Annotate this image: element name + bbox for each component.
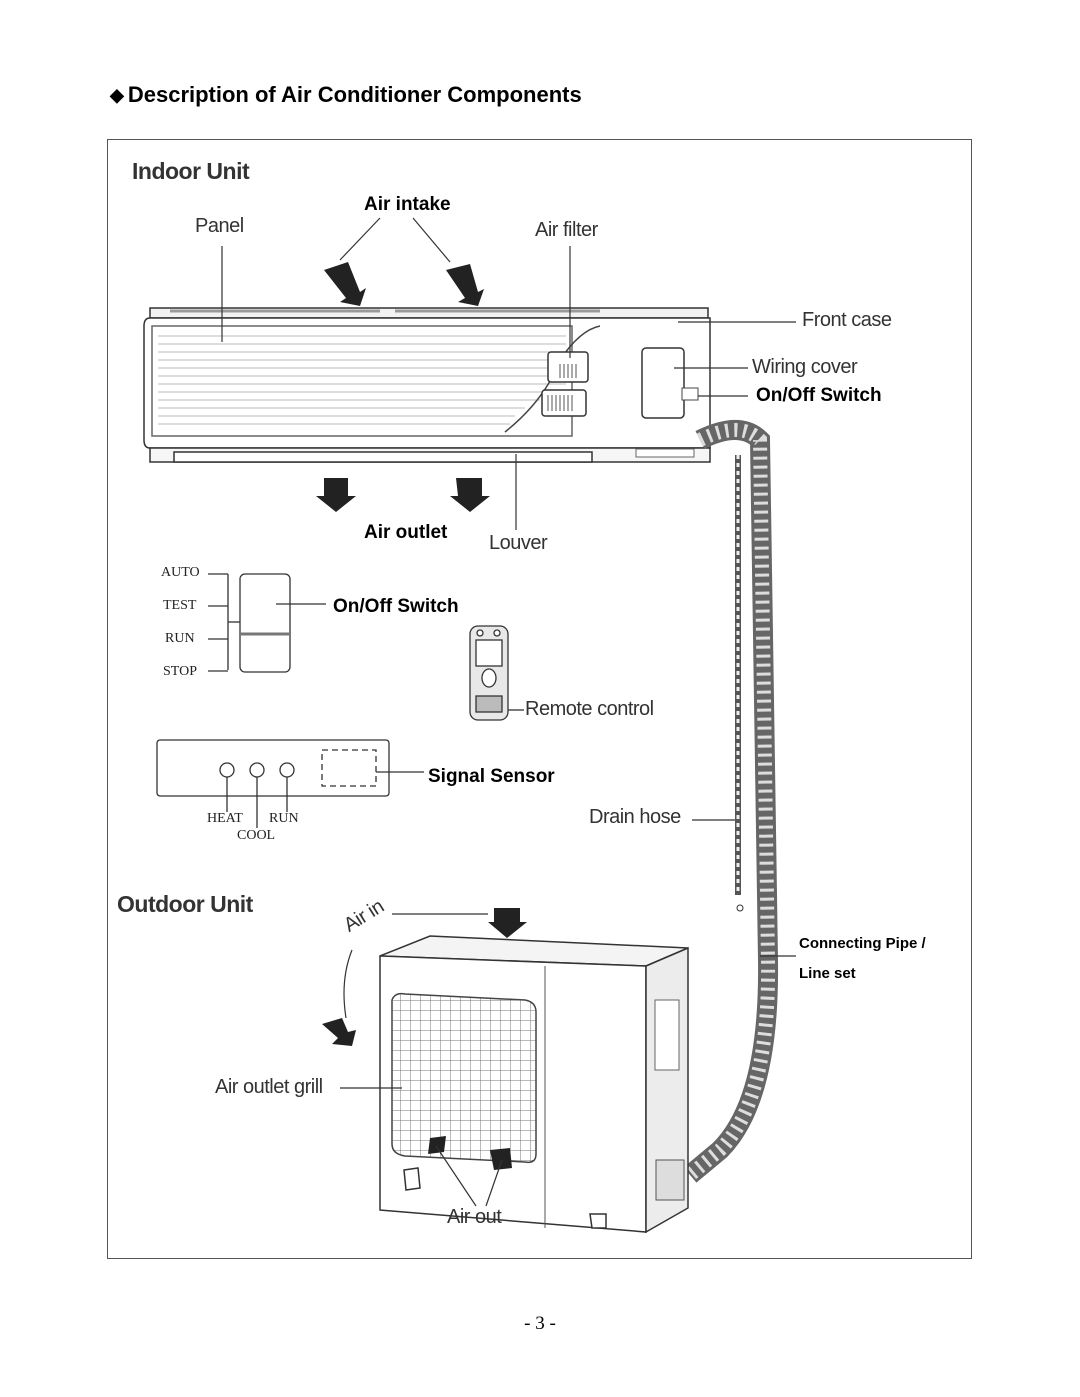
indoor-leader-lines <box>221 217 796 821</box>
page-heading-text: Description of Air Conditioner Component… <box>127 82 582 107</box>
on-off-switch-label-2: On/Off Switch <box>333 596 459 617</box>
diagram-frame <box>107 139 972 1259</box>
indicator-cool-label: COOL <box>237 828 276 843</box>
signal-sensor-panel <box>156 739 424 828</box>
air-filter-label: Air filter <box>535 219 598 241</box>
air-outlet-label: Air outlet <box>364 522 448 543</box>
indoor-unit-body <box>143 307 711 463</box>
page-heading: ◆Description of Air Conditioner Componen… <box>110 82 582 108</box>
louver-label: Louver <box>489 532 548 554</box>
switch-position-run: RUN <box>165 631 195 646</box>
indicator-heat-label: HEAT <box>207 811 243 826</box>
diamond-icon: ◆ <box>110 85 124 105</box>
indoor-unit-title: Indoor Unit <box>132 158 250 184</box>
indoor-airflow-arrows <box>316 262 490 512</box>
remote-control-icon <box>469 625 524 721</box>
air-out-label: Air out <box>447 1206 502 1228</box>
wiring-cover-label: Wiring cover <box>752 356 858 378</box>
panel-label: Panel <box>195 215 244 237</box>
drain-hose-label: Drain hose <box>589 806 681 828</box>
switch-position-test: TEST <box>163 598 197 613</box>
outdoor-leader-lines <box>340 913 503 1207</box>
switch-position-stop: STOP <box>163 664 197 679</box>
indicator-run-label: RUN <box>269 811 299 826</box>
outdoor-airflow-arrows <box>322 908 527 1170</box>
outdoor-unit-body <box>379 935 689 1234</box>
outdoor-unit-title: Outdoor Unit <box>117 891 253 917</box>
remote-control-label: Remote control <box>525 698 654 720</box>
mode-switch <box>208 573 326 673</box>
signal-sensor-label: Signal Sensor <box>428 766 555 787</box>
air-outlet-grill-label: Air outlet grill <box>215 1076 323 1098</box>
on-off-switch-label: On/Off Switch <box>756 385 882 406</box>
page-number: - 3 - <box>524 1313 556 1334</box>
switch-position-auto: AUTO <box>161 565 200 580</box>
line-set-label: Line set <box>799 965 856 982</box>
connecting-pipe <box>683 420 796 1183</box>
front-case-label: Front case <box>802 309 892 331</box>
connecting-pipe-label: Connecting Pipe / <box>799 935 926 952</box>
air-intake-label: Air intake <box>364 194 451 215</box>
